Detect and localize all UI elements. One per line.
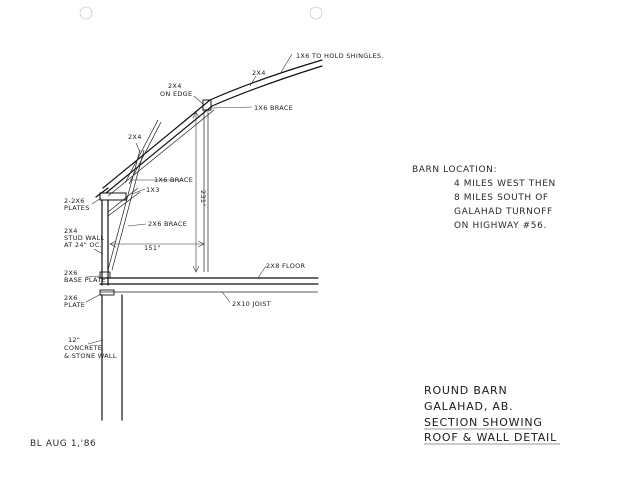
span-arrow-right [197, 240, 205, 248]
title-line-3: SECTION SHOWING [424, 416, 543, 429]
label-plates-2: PLATES [64, 204, 90, 212]
label-plate-2: PLATE [64, 301, 85, 309]
leader-floor [257, 265, 267, 279]
label-stud-1: 2X4 [64, 227, 78, 235]
leader-1x3 [131, 188, 146, 195]
rafter-edge-block [202, 99, 212, 111]
label-stud-2: STUD WALL [64, 234, 104, 242]
leader-rafter-top [249, 75, 257, 87]
member-1x3-b [107, 191, 141, 217]
leader-brace-upper [211, 106, 253, 109]
label-height-dim: 231" [199, 190, 207, 207]
brace-2x6 [107, 149, 141, 271]
base-plate [99, 271, 111, 279]
leader-plates [91, 197, 102, 205]
label-base-1: 2X6 [64, 269, 78, 277]
signature-date: BL AUG 1,'86 [30, 439, 96, 449]
label-stud-3: AT 24" OC. [64, 241, 102, 249]
leader-joist [221, 291, 231, 303]
brace-lower-1x6-b [128, 121, 162, 185]
label-brace-lower: 1X6 BRACE [154, 176, 193, 184]
label-rafter-top: 2X4 [252, 69, 266, 77]
leader-wall [87, 339, 104, 345]
leader-stud [93, 248, 104, 255]
leader-rafter-mid [135, 142, 141, 153]
height-arrow-top [192, 111, 200, 119]
label-plate-1: 2X6 [64, 294, 78, 302]
label-1x3: 1X3 [146, 186, 160, 194]
leader-plate [85, 293, 102, 303]
location-line-3: 8 MILES SOUTH OF [454, 193, 549, 203]
location-line-1: BARN LOCATION: [412, 165, 497, 175]
label-wall-1: 12" [68, 336, 80, 344]
title-line-2: GALAHAD, AB. [424, 400, 513, 413]
span-arrow-left [109, 240, 117, 248]
label-span-dim: 151" [144, 244, 161, 252]
sill-plate [99, 289, 115, 296]
leader-base [85, 275, 102, 278]
roof-rafter-inner [105, 65, 323, 194]
leader-on-edge [193, 95, 204, 105]
title-line-4: ROOF & WALL DETAIL [424, 431, 557, 444]
label-wall-2: CONCRETE [64, 344, 102, 352]
top-plates [99, 192, 127, 201]
label-brace-2x6: 2X6 BRACE [148, 220, 187, 228]
height-arrow-bottom [192, 265, 200, 273]
label-joist: 2X10 JOIST [232, 300, 271, 308]
label-wall-3: & STONE WALL [64, 352, 117, 360]
brace-2x6-b [111, 149, 145, 271]
label-plates-1: 2-2X6 [64, 197, 85, 205]
title-line-1: ROUND BARN [424, 384, 508, 397]
label-base-2: BASE PLATE [64, 276, 106, 284]
label-rafter-mid: 2X4 [128, 133, 142, 141]
label-shingles: 1X6 TO HOLD SHINGLES. [296, 52, 384, 60]
punch-hole-right [309, 6, 323, 20]
label-on-edge-1: 2X4 [168, 82, 182, 90]
punch-hole-left [79, 6, 93, 20]
label-on-edge-2: ON EDGE [160, 90, 192, 98]
location-line-5: ON HIGHWAY #56. [454, 221, 547, 231]
leader-shingles [279, 53, 293, 75]
location-line-2: 4 MILES WEST THEN [454, 179, 556, 189]
roof-sheathing [107, 109, 215, 197]
location-line-4: GALAHAD TURNOFF [454, 207, 553, 217]
label-floor: 2X8 FLOOR [266, 262, 306, 270]
label-brace-upper: 1X6 BRACE [254, 104, 293, 112]
leader-brace-2x6 [127, 223, 147, 227]
brace-lower-1x6 [124, 119, 159, 184]
